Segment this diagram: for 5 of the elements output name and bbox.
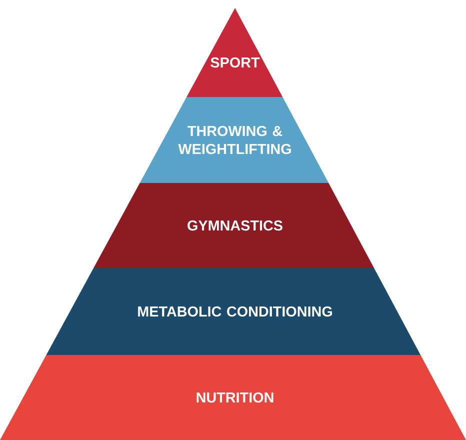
pyramid-band: METABOLIC CONDITIONING — [46, 268, 421, 355]
pyramid-band: GYMNASTICS — [94, 183, 374, 268]
pyramid-band: SPORT — [186, 8, 283, 97]
pyramid-band: THROWING & WEIGHTLIFTING — [140, 97, 329, 183]
pyramid-band: NUTRITION — [0, 355, 466, 440]
